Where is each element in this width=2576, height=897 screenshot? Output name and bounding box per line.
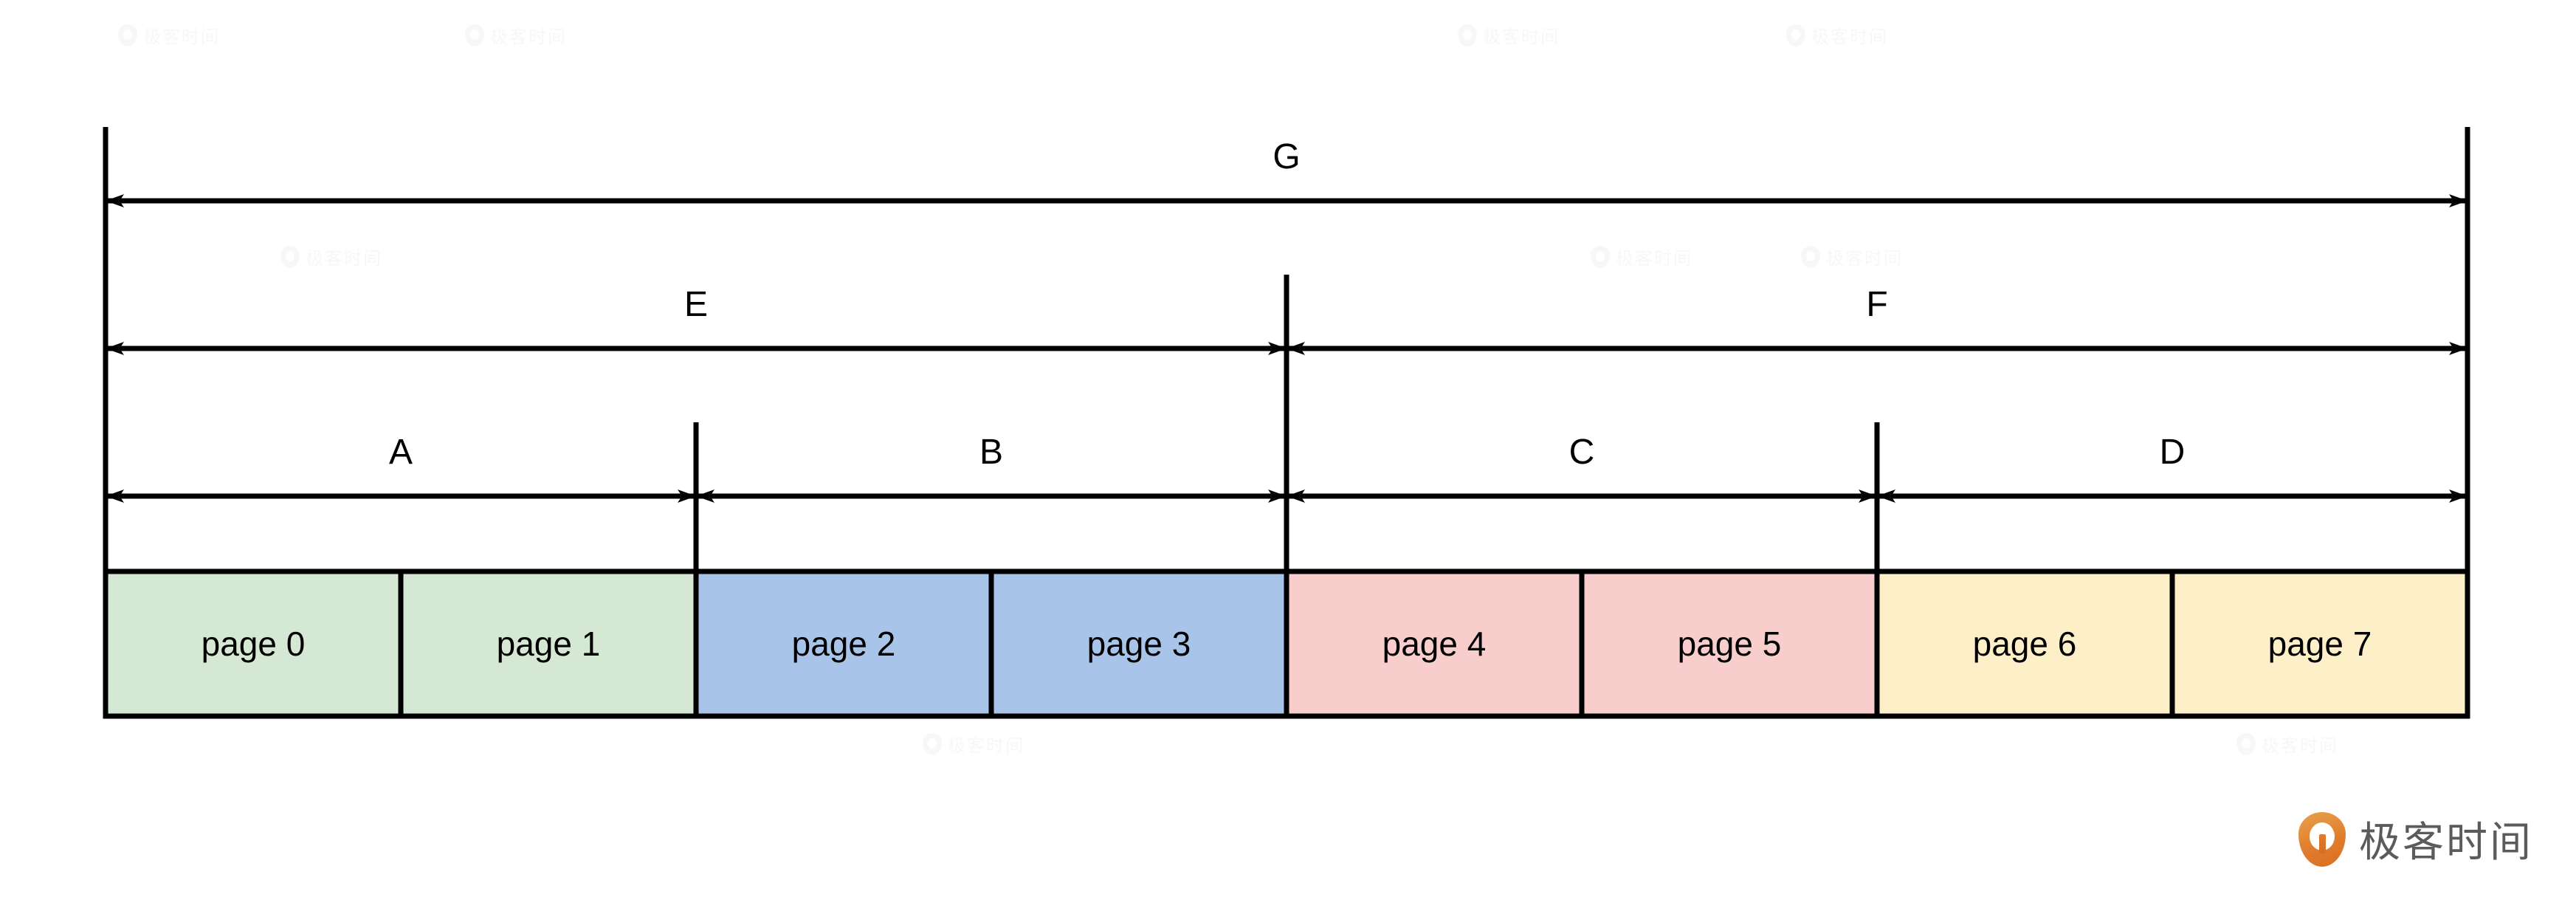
span-label-b: B: [979, 433, 1003, 472]
page-cell[interactable]: [988, 568, 1289, 719]
page-cell[interactable]: [1579, 568, 1880, 719]
geektime-logo-icon: [2298, 811, 2346, 867]
page-cell-label: page 3: [1087, 625, 1191, 663]
page-cell-label: page 6: [1973, 625, 2077, 663]
page-cell-label: page 5: [1678, 625, 1782, 663]
page-cell-label: page 1: [497, 625, 601, 663]
span-label-a: A: [389, 433, 413, 472]
brand-logo: 极客时间: [2298, 809, 2533, 869]
page-cell-label: page 0: [202, 625, 306, 663]
span-label-g: G: [1272, 137, 1300, 176]
span-label-d: D: [2160, 433, 2186, 472]
span-label-c: C: [1569, 433, 1595, 472]
page-cell[interactable]: [2169, 568, 2470, 719]
page-cell[interactable]: [103, 568, 404, 719]
brand-name: 极客时间: [2359, 819, 2533, 867]
span-label-f: F: [1866, 285, 1887, 324]
page-cell[interactable]: [1874, 568, 2175, 719]
page-cell-label: page 7: [2268, 625, 2372, 663]
page-cell[interactable]: [693, 568, 994, 719]
page-cell-label: page 2: [792, 625, 896, 663]
page-cell[interactable]: [1284, 568, 1585, 719]
page-cell-label: page 4: [1382, 625, 1487, 663]
page-row: page 0 page 1 page 2 page 3 page 4 page …: [103, 568, 2470, 719]
span-label-e: E: [684, 285, 708, 324]
